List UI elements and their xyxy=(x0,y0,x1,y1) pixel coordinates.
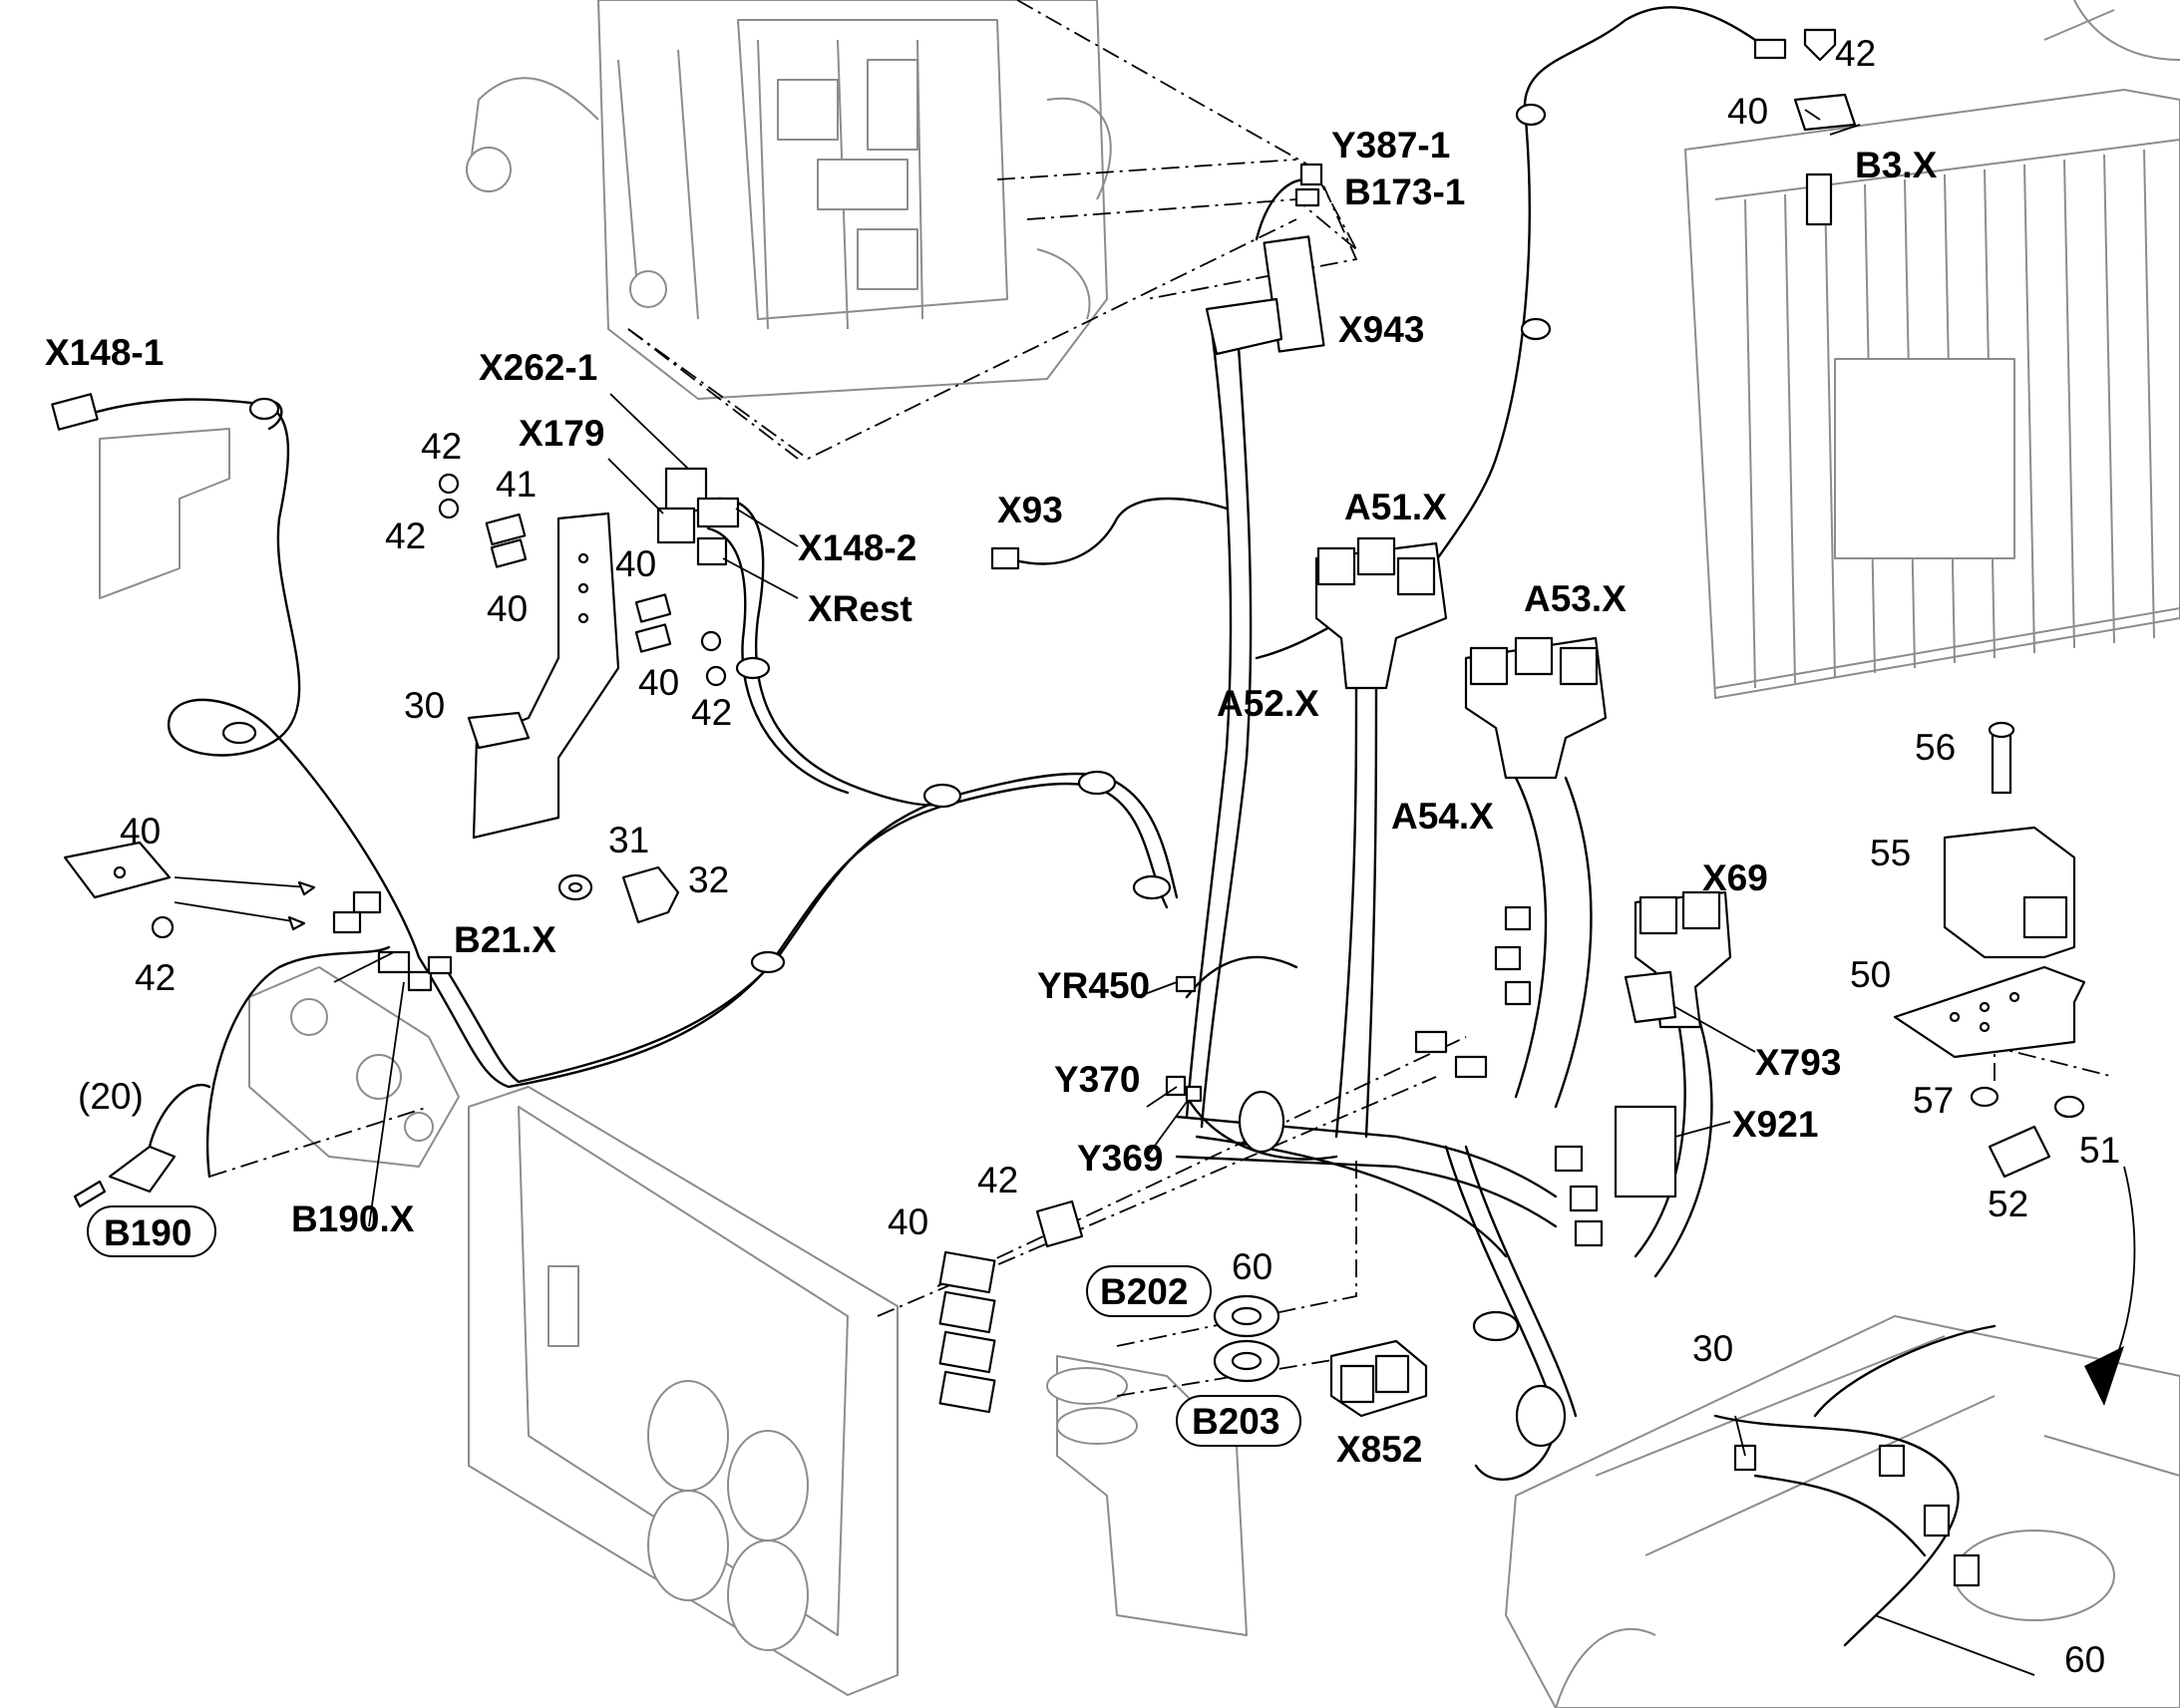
label-y369: Y369 xyxy=(1077,1138,1163,1179)
connector-yr450 xyxy=(1175,975,1197,993)
label-x262-1: X262-1 xyxy=(479,347,597,388)
label-a53x: A53.X xyxy=(1524,578,1627,619)
chassis-harness xyxy=(1713,1324,2035,1676)
num-60-a: 60 xyxy=(1232,1246,1272,1287)
label-a52x: A52.X xyxy=(1217,683,1319,724)
label-x921: X921 xyxy=(1732,1104,1818,1145)
label-xrest: XRest xyxy=(808,588,912,629)
connector-a53x xyxy=(1464,636,1608,780)
connector-a51x xyxy=(1314,536,1448,690)
label-x69: X69 xyxy=(1702,857,1768,898)
sensor-b190 xyxy=(73,981,405,1227)
cable-clips xyxy=(221,103,1567,1448)
num-41: 41 xyxy=(496,464,537,505)
sensor-b203 xyxy=(1213,1339,1280,1383)
sensor-b3x xyxy=(1753,28,1857,226)
leader-lines xyxy=(333,109,1861,1158)
label-a51x: A51.X xyxy=(1344,487,1447,527)
label-x852: X852 xyxy=(1336,1429,1422,1470)
num-30: 30 xyxy=(404,685,445,726)
connector-stack xyxy=(1414,905,1604,1247)
connector-y387-1 xyxy=(1294,163,1323,207)
connector-x921 xyxy=(1614,1105,1731,1198)
label-b202: B202 xyxy=(1100,1271,1188,1312)
label-y387-1: Y387-1 xyxy=(1331,125,1450,166)
label-x793: X793 xyxy=(1755,1042,1841,1083)
plate-40-left xyxy=(63,841,316,931)
pump-body xyxy=(248,966,460,1168)
num-52: 52 xyxy=(1988,1184,2028,1224)
label-b190: B190 xyxy=(104,1212,191,1253)
clip-plates xyxy=(485,512,672,653)
num-40-a: 40 xyxy=(487,588,528,629)
label-b3x: B3.X xyxy=(1855,145,1938,185)
label-ref-20: (20) xyxy=(78,1076,144,1117)
num-42-e: 42 xyxy=(977,1160,1018,1200)
connector-b21x xyxy=(332,890,453,992)
label-x148-1: X148-1 xyxy=(45,332,164,373)
plate-stack-40 xyxy=(938,1250,996,1414)
label-yr450: YR450 xyxy=(1037,965,1150,1006)
radiator-assembly xyxy=(1684,0,2180,699)
label-a54x: A54.X xyxy=(1391,796,1494,837)
connector-x93 xyxy=(990,546,1020,570)
label-b173-1: B173-1 xyxy=(1344,171,1465,212)
washer-51 xyxy=(2053,1095,2085,1119)
b202-pill xyxy=(1086,1265,1212,1317)
b190-pill xyxy=(87,1205,216,1257)
connector-x148-1 xyxy=(51,393,230,599)
num-42-d: 42 xyxy=(135,957,176,998)
connector-xrest xyxy=(696,536,799,599)
num-55: 55 xyxy=(1870,833,1911,873)
connector-y370 xyxy=(1165,1075,1203,1103)
label-b21x: B21.X xyxy=(454,919,556,960)
label-b203: B203 xyxy=(1192,1401,1279,1442)
connector-x852 xyxy=(1329,1339,1428,1418)
screw-56 xyxy=(1988,721,2015,795)
connector-x943 xyxy=(1205,235,1325,356)
sensor-b202 xyxy=(1213,1294,1280,1338)
connector-x262-1 xyxy=(609,393,708,512)
label-x943: X943 xyxy=(1338,309,1424,350)
b203-pill xyxy=(1176,1395,1301,1447)
label-b190x: B190.X xyxy=(291,1198,415,1239)
bolt-32 xyxy=(621,865,680,924)
num-57: 57 xyxy=(1913,1080,1954,1121)
num-56: 56 xyxy=(1915,727,1956,768)
num-42-b: 42 xyxy=(385,515,426,556)
num-50: 50 xyxy=(1850,954,1891,995)
num-42-c: 42 xyxy=(691,692,732,733)
connector-x793 xyxy=(1624,970,1756,1053)
num-42-top: 42 xyxy=(1835,33,1876,74)
mounting-bracket xyxy=(467,512,620,840)
screws xyxy=(151,473,1084,1248)
valve-block-assembly xyxy=(466,0,1112,400)
label-x93: X93 xyxy=(997,490,1063,530)
num-40-c: 40 xyxy=(638,662,679,703)
num-32: 32 xyxy=(688,859,729,900)
num-31: 31 xyxy=(608,820,649,860)
num-60-b: 60 xyxy=(2064,1639,2105,1680)
plate-50 xyxy=(1893,965,2086,1059)
label-y370: Y370 xyxy=(1054,1059,1140,1100)
num-51: 51 xyxy=(2079,1130,2120,1171)
connector-x148-2 xyxy=(696,497,799,547)
bolt-52 xyxy=(1988,1125,2051,1179)
num-40-top: 40 xyxy=(1727,91,1768,132)
label-x179: X179 xyxy=(519,413,604,454)
washer-31 xyxy=(557,873,593,901)
connector-x179 xyxy=(607,458,696,544)
num-40-e: 40 xyxy=(888,1201,928,1242)
num-42-a: 42 xyxy=(421,426,462,467)
num-40-d: 40 xyxy=(120,811,161,852)
num-40-b: 40 xyxy=(615,543,656,584)
frame-panel xyxy=(468,1086,899,1696)
label-x148-2: X148-2 xyxy=(798,527,916,568)
chassis-overview xyxy=(1505,1315,2180,1708)
num-30-b: 30 xyxy=(1692,1328,1733,1369)
nut-57 xyxy=(1970,1086,1999,1108)
control-unit-55 xyxy=(1943,826,2076,959)
overview-arrow xyxy=(2084,1166,2136,1406)
